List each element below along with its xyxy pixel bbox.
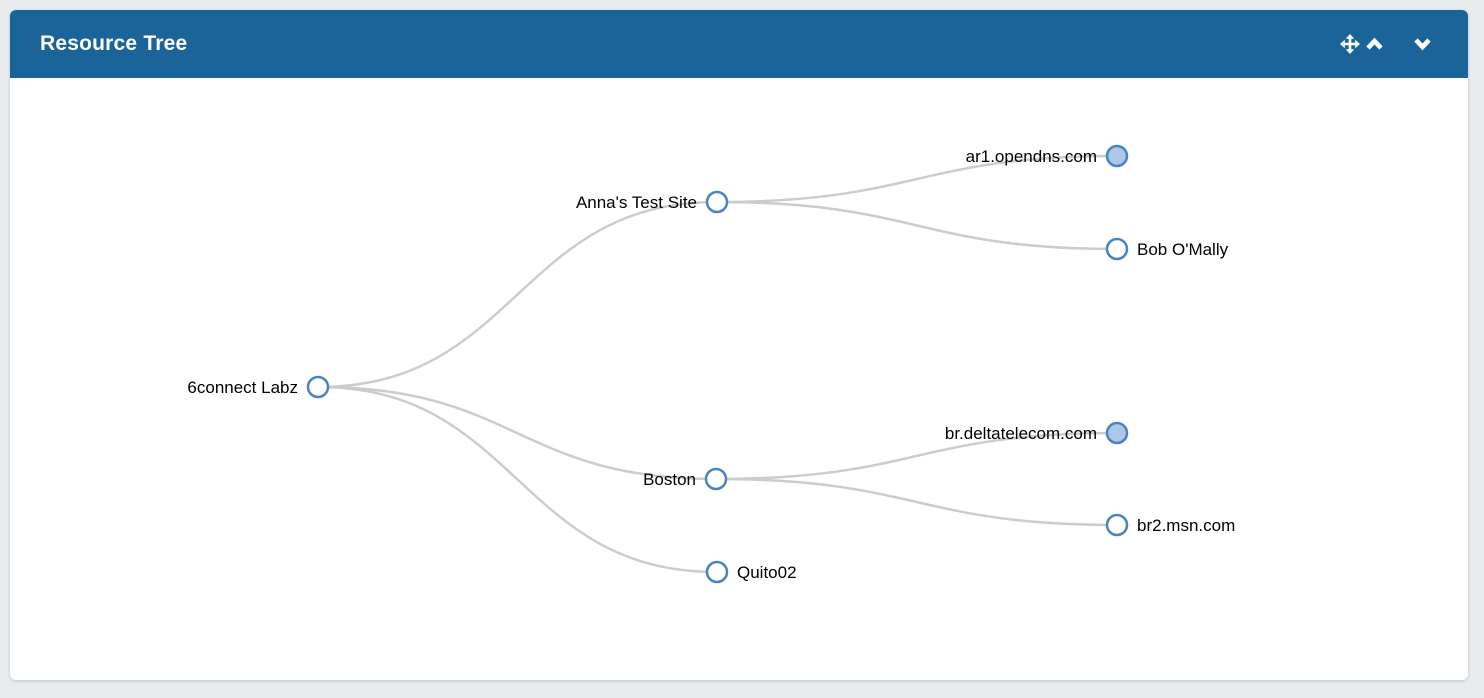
tree-node-6connect-labz: 6connect Labz [187,375,330,399]
tree-link-6connect-labz--boston [317,385,717,481]
tree-link-annas-test-site--ar1-opendns-com [716,154,1118,204]
tree-node-quito02: Quito02 [705,560,797,584]
panel-body: 6connect Labz Anna's Test Site ar1.opendns… [10,78,1468,680]
tree-link-annas-test-site--bob-omally [716,200,1118,251]
tree-node-circle-boston[interactable] [704,467,728,491]
tree-node-circle-ar1-opendns-com[interactable] [1105,144,1129,168]
tree-node-circle-bob-omally[interactable] [1105,237,1129,261]
tree-link-6connect-labz--quito02 [317,385,718,574]
panel-header: Resource Tree [10,10,1468,78]
tree-node-circle-quito02[interactable] [705,560,729,584]
tree-node-label-quito02[interactable]: Quito02 [737,563,797,582]
tree-node-bob-omally: Bob O'Mally [1105,237,1229,261]
tree-node-label-6connect-labz[interactable]: 6connect Labz [187,378,298,397]
tree-node-boston: Boston [643,467,728,491]
tree-link-boston--br-deltatelecom [715,431,1118,481]
resource-tree-diagram: 6connect Labz Anna's Test Site ar1.opendns… [187,144,1235,584]
tree-node-label-annas-test-site[interactable]: Anna's Test Site [576,193,697,212]
tree-node-circle-6connect-labz[interactable] [306,375,330,399]
chevron-down-icon[interactable] [1411,33,1433,55]
tree-node-label-boston[interactable]: Boston [643,470,696,489]
tree-node-br2-msn-com: br2.msn.com [1105,513,1235,537]
chevron-up-icon[interactable] [1363,33,1385,55]
tree-node-circle-br-deltatelecom[interactable] [1105,421,1129,445]
tree-node-label-ar1-opendns-com[interactable]: ar1.opendns.com [966,147,1097,166]
tree-node-circle-annas-test-site[interactable] [705,190,729,214]
tree-node-ar1-opendns-com: ar1.opendns.com [966,144,1129,168]
tree-link-6connect-labz--annas-test-site [317,200,718,389]
tree-link-boston--br2-msn-com [715,477,1118,527]
panel-title: Resource Tree [40,32,188,55]
tree-node-label-bob-omally[interactable]: Bob O'Mally [1137,240,1229,259]
tree-node-label-br-deltatelecom[interactable]: br.deltatelecom.com [945,424,1097,443]
tree-node-annas-test-site: Anna's Test Site [576,190,729,214]
move-icon[interactable] [1339,33,1361,55]
tree-node-br-deltatelecom: br.deltatelecom.com [945,421,1129,445]
tree-node-circle-br2-msn-com[interactable] [1105,513,1129,537]
resource-tree-panel: Resource Tree 6connect Labz Anna's Test S… [10,10,1468,680]
tree-node-label-br2-msn-com[interactable]: br2.msn.com [1137,516,1235,535]
